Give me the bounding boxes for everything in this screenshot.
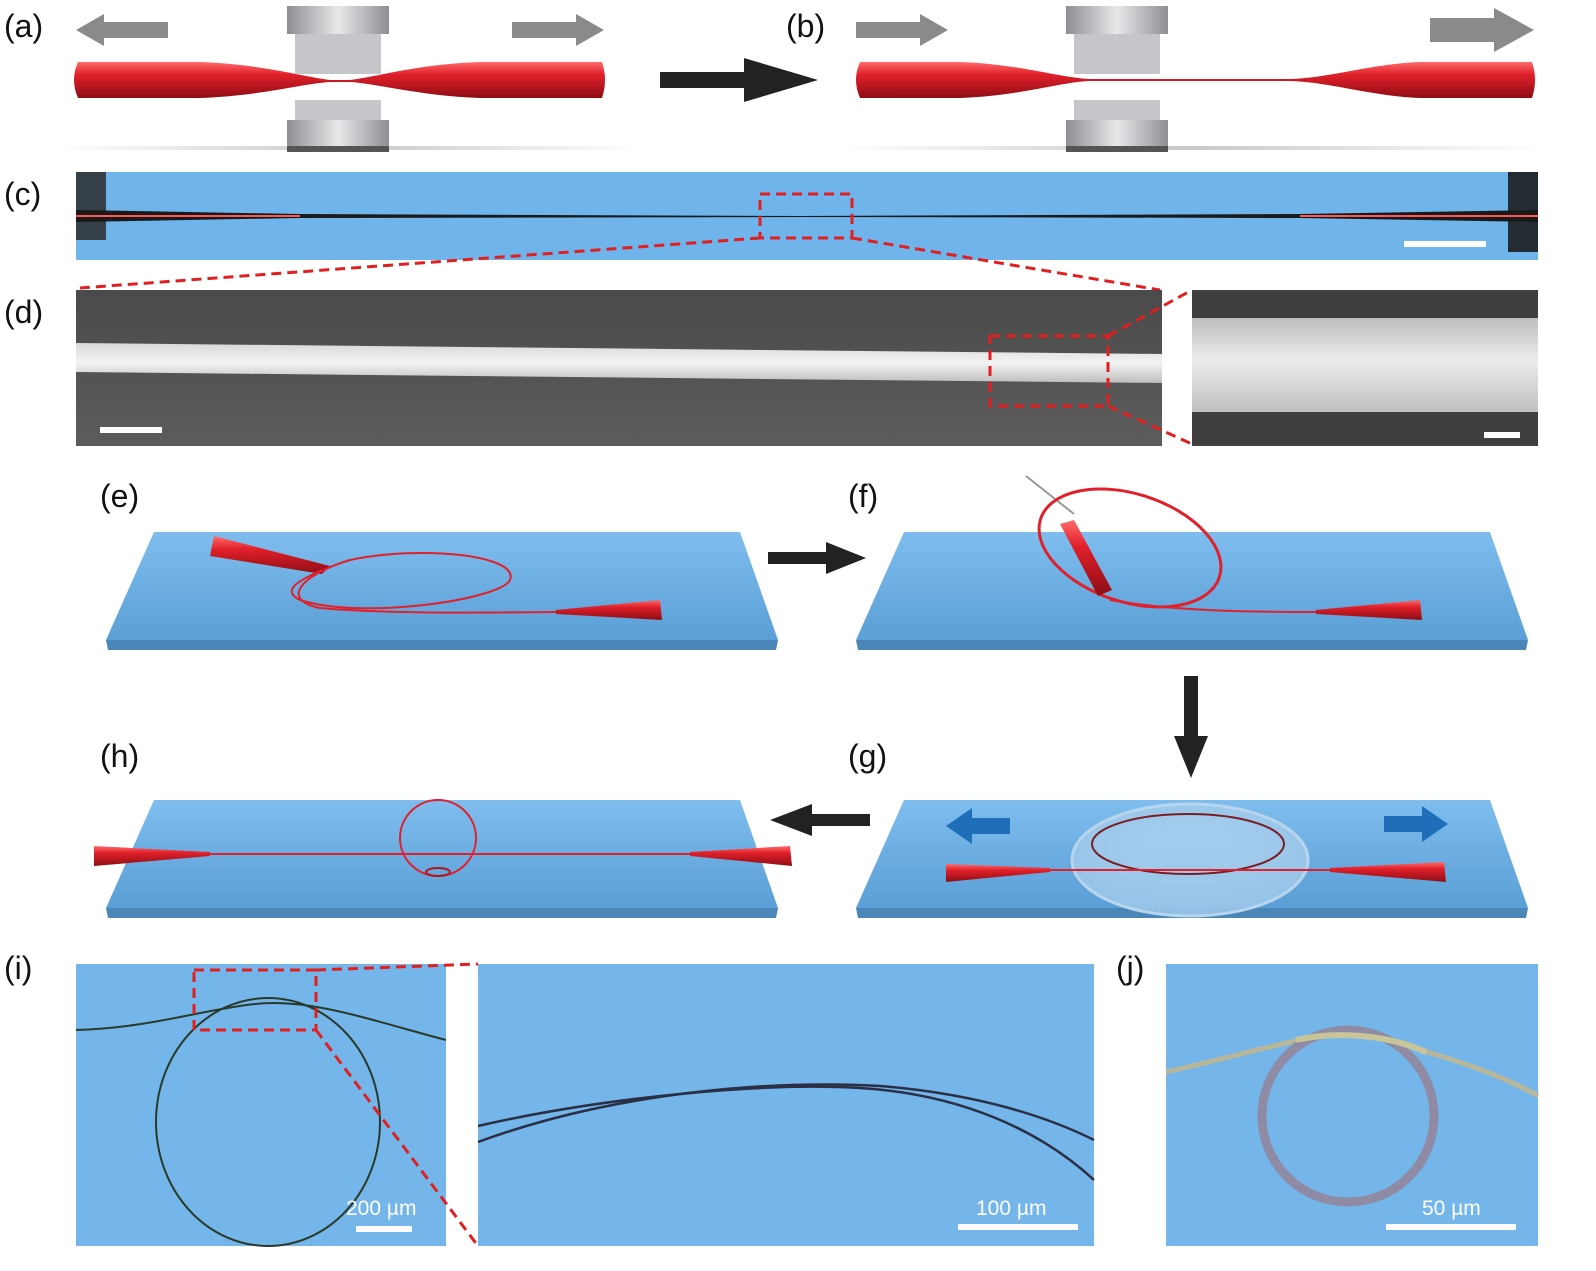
microfiber-arc-2 xyxy=(477,1085,1095,1181)
scale-label-j: 50 µm xyxy=(1422,1197,1481,1220)
process-arrow-a-to-b xyxy=(660,58,818,102)
panel-label-e: (e) xyxy=(100,478,140,514)
panel-label-a: (a) xyxy=(4,8,44,44)
fiber-taper-left xyxy=(210,536,330,574)
clamp-block xyxy=(1066,6,1168,152)
scale-bar-i-left xyxy=(356,1226,412,1232)
scale-bar-c xyxy=(1404,241,1486,247)
microfiber-strand xyxy=(75,1002,447,1041)
panel-label-i: (i) xyxy=(4,950,33,986)
panel-i-micrograph-left: 200 µm xyxy=(75,964,447,1247)
panel-h-illustration xyxy=(94,799,792,918)
scale-label-i-left: 200 µm xyxy=(346,1197,416,1220)
needle xyxy=(1025,475,1075,515)
fiber-taper-lifted xyxy=(1060,520,1112,596)
panel-label-f: (f) xyxy=(848,478,879,514)
fiber-taper-left xyxy=(946,864,1050,882)
panel-e-illustration xyxy=(106,532,778,650)
process-arrow-f-to-g xyxy=(1174,676,1208,778)
pull-arrow-right xyxy=(512,14,604,46)
panel-label-h: (h) xyxy=(100,738,140,774)
substrate-plate xyxy=(106,532,778,640)
panel-d-sem-main xyxy=(76,290,1162,446)
process-arrow-e-to-f xyxy=(768,542,866,574)
highlight-box-c xyxy=(758,192,854,240)
scale-bar-d xyxy=(100,427,162,433)
knot-point xyxy=(425,867,451,877)
scale-bar-d-zoom xyxy=(1484,432,1520,438)
microfiber-strand xyxy=(1165,1037,1540,1099)
fiber-taper-right xyxy=(556,600,662,620)
microfiber-knot-ring xyxy=(1257,1025,1439,1207)
floor-shadow xyxy=(840,146,1540,150)
panel-j-micrograph: 50 µm xyxy=(1165,964,1540,1246)
zoom-guide-i-bottom xyxy=(314,1029,480,1247)
panel-c-micrograph xyxy=(76,172,1538,260)
panel-i-micrograph-right: 100 µm xyxy=(477,964,1095,1246)
panel-g-illustration xyxy=(856,800,1528,918)
sem-microfiber xyxy=(76,343,1162,383)
knot-crossing xyxy=(1295,1032,1428,1055)
microfiber-ring xyxy=(155,997,381,1247)
tapered-fiber xyxy=(76,210,1538,222)
liquid-droplet xyxy=(1070,802,1310,918)
fiber-after-taper xyxy=(856,62,1535,98)
zoom-guide-i-top xyxy=(315,962,479,972)
pull-arrow-left xyxy=(76,14,168,46)
pull-arrow-right-blue xyxy=(1384,806,1448,842)
panel-f-illustration xyxy=(856,475,1528,650)
process-arrow-g-to-h xyxy=(770,804,870,836)
fiber-taper-right xyxy=(690,846,792,866)
highlight-box-i xyxy=(192,968,318,1032)
pull-arrow-left-blue xyxy=(946,808,1010,844)
fiber-before-taper xyxy=(74,62,605,98)
zoom-guide-c-right xyxy=(851,236,1161,292)
clamp-block xyxy=(287,6,389,152)
scale-bar-i-right xyxy=(958,1224,1078,1230)
zoom-guide-c-left xyxy=(79,236,761,290)
microfiber-arc-1 xyxy=(477,1083,1095,1144)
fiber-taper-right xyxy=(1316,600,1422,620)
panel-d-sem-zoom xyxy=(1192,290,1538,446)
panel-label-b: (b) xyxy=(786,8,826,44)
fiber-ring xyxy=(1091,813,1285,875)
substrate-plate xyxy=(856,532,1528,640)
highlight-box-d xyxy=(988,334,1110,408)
panel-b-illustration xyxy=(840,6,1540,152)
fiber-loop-lifted xyxy=(1037,487,1223,609)
panel-label-c: (c) xyxy=(4,176,42,212)
fiber-taper-right xyxy=(1330,862,1446,882)
panel-label-g: (g) xyxy=(848,738,888,774)
fiber-loop xyxy=(290,551,561,614)
scale-bar-j xyxy=(1386,1224,1516,1230)
pull-arrow-right-large xyxy=(1430,8,1534,52)
panel-label-j: (j) xyxy=(1116,950,1145,986)
fiber-tail xyxy=(1109,599,1321,613)
panel-a-illustration xyxy=(60,6,640,152)
fiber-taper-left xyxy=(94,846,210,866)
panel-label-d: (d) xyxy=(4,294,44,330)
pull-arrow-right-small xyxy=(856,14,948,46)
scale-label-i-right: 100 µm xyxy=(976,1197,1046,1220)
